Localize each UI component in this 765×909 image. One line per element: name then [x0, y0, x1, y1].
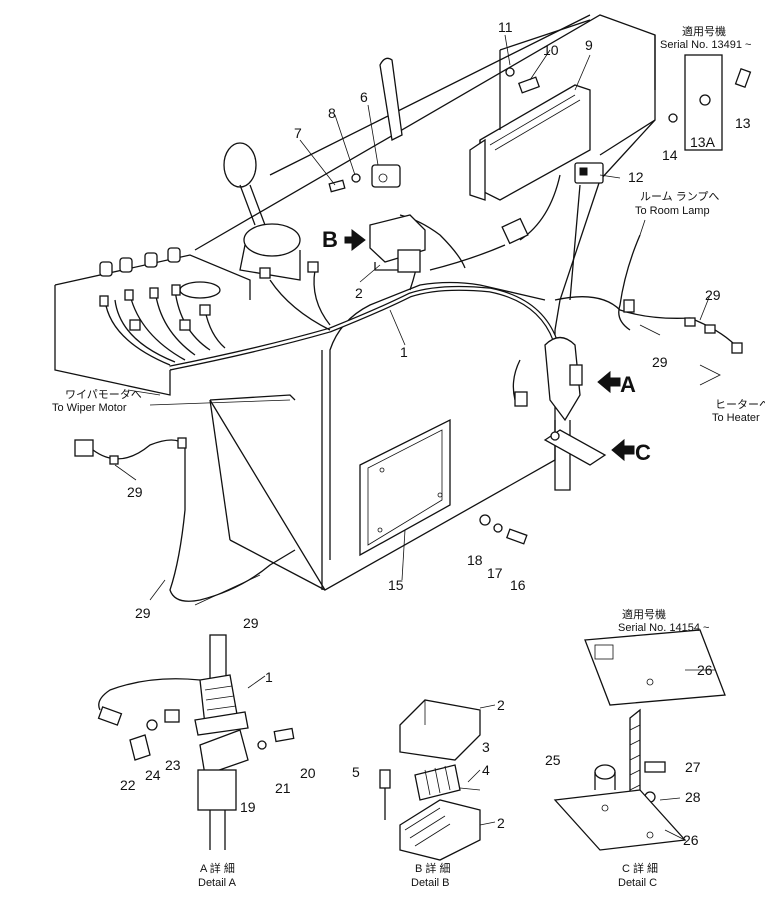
serial-top-en: Serial No. 13491 ~ [660, 39, 751, 51]
room-lamp-harness [554, 219, 743, 386]
controller-9 [469, 19, 591, 201]
part-number: 26 [683, 832, 699, 848]
part-number: 29 [135, 605, 151, 621]
part-number: 2 [497, 815, 505, 831]
svg-text:B: B [322, 227, 338, 252]
part-number: 1 [400, 344, 408, 360]
serial-bottom-en: Serial No. 14154 ~ [618, 622, 709, 634]
part-number: 19 [240, 799, 256, 815]
connector-a [512, 336, 583, 491]
part-number: 29 [127, 484, 143, 500]
bolt-10 [505, 67, 541, 94]
main-harness [99, 174, 581, 371]
part-number: 20 [300, 765, 316, 781]
part-number: 15 [388, 577, 404, 593]
detail-c-jp: C 詳 細 [622, 861, 658, 875]
svg-text:A: A [620, 372, 636, 397]
part-number: 29 [243, 615, 259, 631]
detail-c-en: Detail C [618, 877, 657, 889]
part-number: 1 [265, 669, 273, 685]
part-number: 8 [328, 105, 336, 121]
wiper-en: To Wiper Motor [52, 402, 127, 414]
part-number: 22 [120, 777, 136, 793]
part-number: 11 [498, 19, 513, 35]
part-number: 28 [685, 789, 701, 805]
bolts-16-18 [479, 514, 528, 545]
arrow-a: A [597, 370, 636, 397]
detail-b-en: Detail B [411, 877, 450, 889]
part-number: 26 [697, 662, 713, 678]
part-number: 29 [652, 354, 668, 370]
leader-lines [114, 34, 711, 606]
room-lamp-en: To Room Lamp [635, 205, 710, 217]
part-number: 24 [145, 767, 161, 783]
arrow-b: B [322, 227, 366, 252]
bracket-c [543, 429, 607, 466]
part-number: 27 [685, 759, 701, 775]
relay-12 [574, 162, 604, 184]
part-number: 3 [482, 739, 490, 755]
relay-6 [371, 164, 401, 188]
serial-bottom-jp: 適用号機 [622, 607, 666, 621]
wiper-harness [74, 437, 296, 602]
detail-a-en: Detail A [198, 877, 237, 889]
detail-b [379, 699, 496, 861]
part-number: 12 [628, 169, 644, 185]
part-number: 29 [705, 287, 721, 303]
serial-top-jp: 適用号機 [682, 24, 726, 38]
part-number: 23 [165, 757, 181, 773]
part-number: 4 [482, 762, 490, 778]
gear-lever [223, 142, 301, 281]
detail-a [97, 634, 295, 850]
part-number: 14 [662, 147, 678, 163]
heater-jp: ヒーターへ [715, 398, 765, 411]
fuse-box-upper [369, 214, 426, 273]
heater-en: To Heater [712, 412, 760, 424]
serial-box-top [684, 54, 752, 151]
part-number: 2 [497, 697, 505, 713]
part-number: 25 [545, 752, 561, 768]
part-number: 13 [735, 115, 751, 131]
detail-c [553, 629, 726, 851]
part-number: 18 [467, 552, 483, 568]
access-panel-15 [359, 418, 451, 557]
svg-text:C: C [635, 440, 651, 465]
part-number: 6 [360, 89, 368, 105]
room-lamp-jp: ルーム ランプへ [640, 190, 719, 203]
part-number: 2 [355, 285, 363, 301]
part-number: 7 [294, 125, 302, 141]
washer-14 [668, 113, 678, 123]
part-number: 16 [510, 577, 526, 593]
part-number: 10 [543, 42, 559, 58]
tall-lever [379, 57, 403, 141]
part-number: 21 [275, 780, 291, 796]
part-number: 17 [487, 565, 503, 581]
part-number: 13A [690, 134, 716, 150]
arrow-c: C [611, 438, 651, 465]
detail-a-jp: A 詳 細 [200, 861, 235, 875]
detail-b-jp: B 詳 細 [415, 861, 450, 875]
part-number: 5 [352, 764, 360, 780]
wiper-jp: ワイパモータへ [65, 388, 142, 401]
part-number: 9 [585, 37, 593, 53]
